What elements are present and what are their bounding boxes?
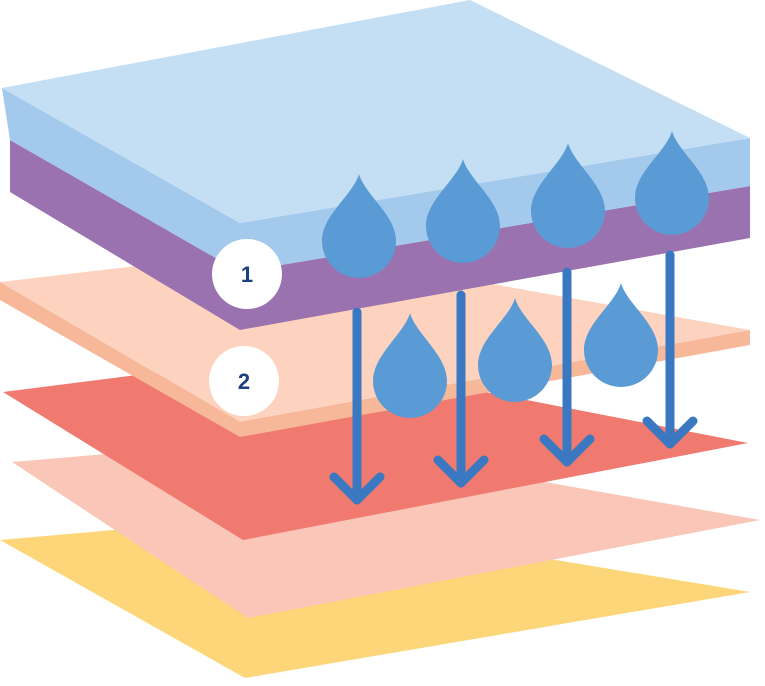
layer-purple: [10, 140, 750, 330]
droplet-icon: [426, 159, 500, 263]
badge-layer-2: 2: [209, 346, 279, 416]
arrows: [329, 250, 698, 505]
droplets-middle: [373, 283, 658, 418]
droplets-top: [322, 131, 709, 278]
droplet-icon: [322, 174, 396, 278]
arrow-down-icon: [329, 307, 385, 505]
arrow-down-icon: [539, 267, 595, 467]
badge-layer-1: 1: [212, 239, 282, 309]
badge-label-1: 1: [241, 262, 253, 287]
droplet-icon: [531, 143, 605, 248]
arrow-down-icon: [433, 290, 489, 488]
layer-blue-front: [2, 88, 750, 272]
droplet-icon: [635, 131, 709, 235]
badge-label-2: 2: [238, 369, 250, 394]
layer-peach-edge: [0, 282, 750, 437]
droplet-icon: [478, 298, 552, 402]
droplet-icon: [584, 283, 658, 387]
arrow-down-icon: [642, 250, 698, 449]
droplet-icon: [373, 313, 447, 418]
